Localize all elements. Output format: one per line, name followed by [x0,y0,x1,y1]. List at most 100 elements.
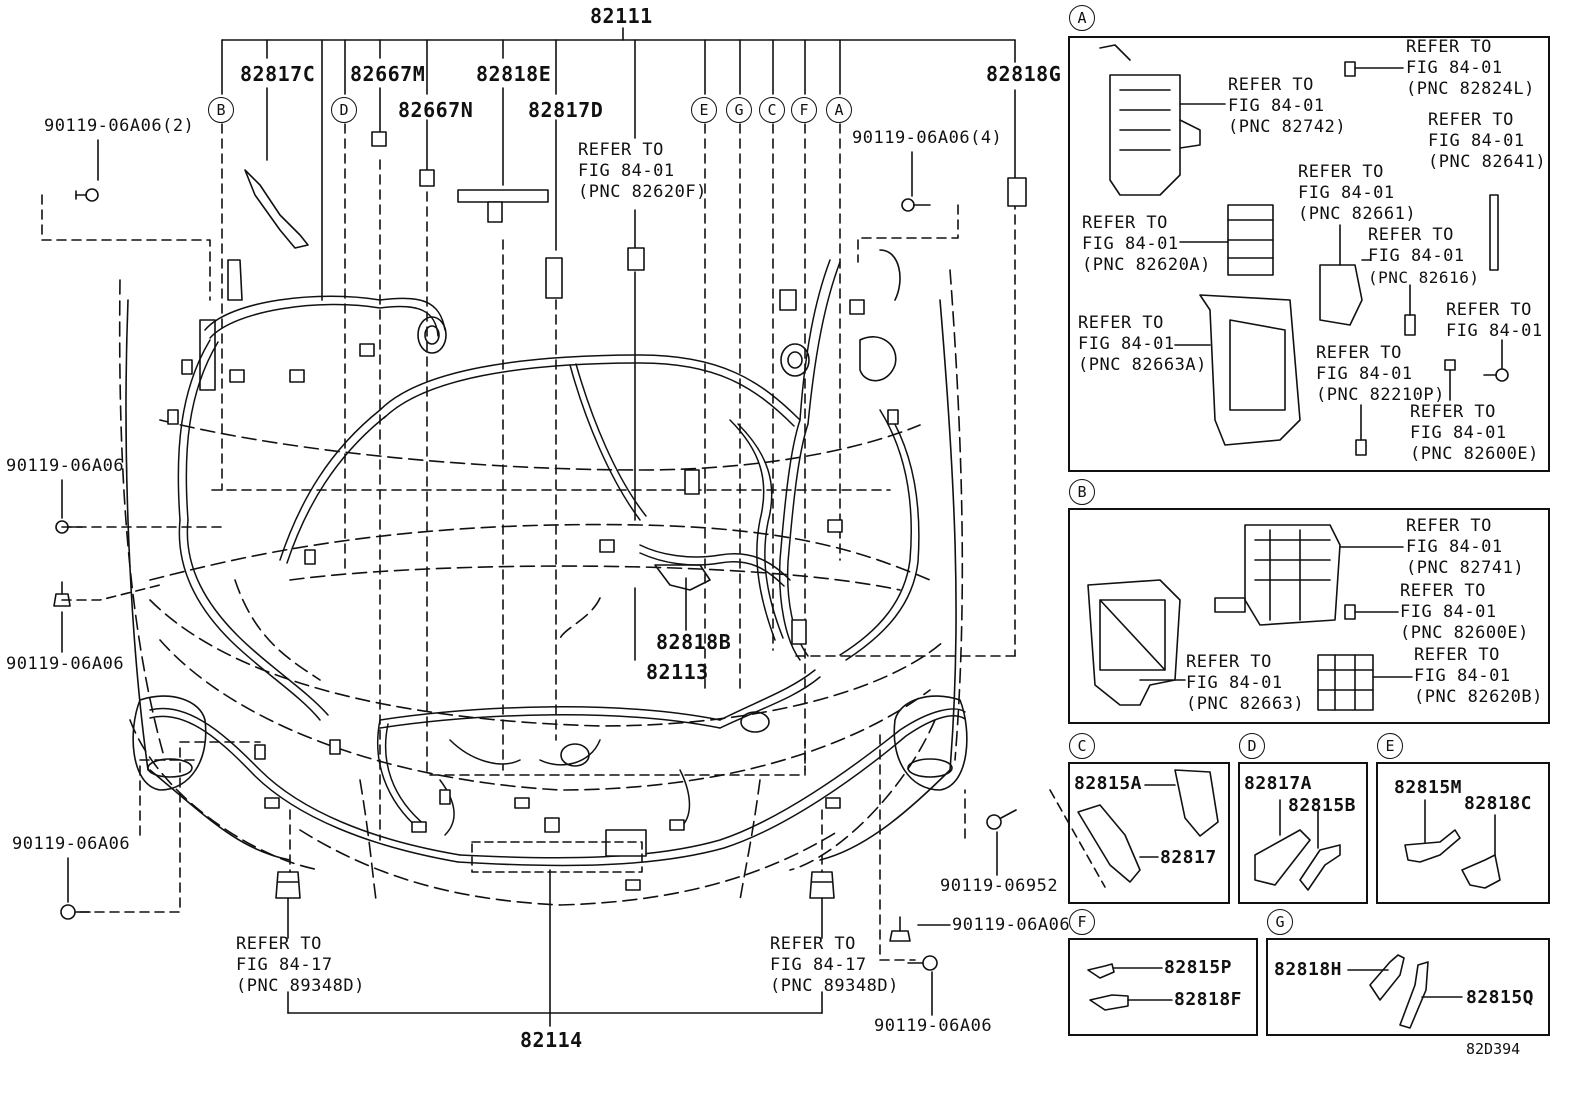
panel-a-ref3-l3: (PNC 82641) [1428,152,1547,172]
panel-d-part1: 82817A [1244,773,1313,794]
panel-a-ref1-l2: FIG 84-01 [1406,58,1503,78]
refer-bottom-left-line3: (PNC 89348D) [236,976,365,996]
panel-g-letter: G [1267,909,1293,935]
panel-f [1068,938,1258,1036]
panel-e-letter: E [1377,733,1403,759]
panel-b-ref3-l3: (PNC 82663) [1186,694,1305,714]
car-body-outline [118,269,964,906]
callout-g: G [726,97,752,123]
grommets [417,316,810,767]
bolt-label-top-left: 90119-06A06(2) [44,116,195,136]
panel-b-ref3-l1: REFER TO [1186,652,1272,672]
dashed-leaders [41,123,1106,961]
bolt-label-right-2: 90119-06A06 [952,915,1071,935]
panel-e-part1: 82815M [1394,777,1463,798]
callout-a: A [826,97,852,123]
panel-e-part2: 82818C [1464,793,1533,814]
panel-d-part2: 82815B [1288,795,1357,816]
refer-bottom-left-line2: FIG 84-17 [236,955,333,975]
part-82114-label: 82114 [520,1028,583,1052]
refer-center-line1: REFER TO [578,140,664,160]
panel-b-parts [1087,524,1413,711]
bolts [53,188,1017,971]
bottom-leaders [61,139,998,1027]
panel-a-ref9-l1: REFER TO [1316,343,1402,363]
panel-b-ref1-l1: REFER TO [1406,516,1492,536]
panel-c-parts [1077,769,1219,883]
panel-a-ref10-l3: (PNC 82600E) [1410,444,1539,464]
callout-d: D [331,97,357,123]
panel-b-ref4-l3: (PNC 82620B) [1414,687,1543,707]
bottom-dashed-box [471,841,643,873]
part-82667m-label: 82667M [350,62,426,86]
refer-center-line3: (PNC 82620F) [578,182,707,202]
panel-g-part1: 82818H [1274,959,1343,980]
leader-lines [266,87,1016,521]
panel-d-parts [1254,799,1341,891]
part-82817d-label: 82817D [528,98,604,122]
panel-a-ref7-l1: REFER TO [1078,313,1164,333]
panel-b [1068,508,1550,724]
panel-a-ref7-l2: FIG 84-01 [1078,334,1175,354]
panel-a-ref4-l3: (PNC 82661) [1298,204,1417,224]
panel-a-ref1-l1: REFER TO [1406,37,1492,57]
panel-f-part1: 82815P [1164,957,1233,978]
part-82818b-label: 82818B [656,630,732,654]
bolt-label-right-3: 90119-06A06 [874,1016,993,1036]
panel-c-part1: 82815A [1074,773,1143,794]
panel-a-letter: A [1069,5,1095,31]
part-82667n-label: 82667N [398,98,474,122]
panel-d-letter: D [1239,733,1265,759]
panel-g [1266,938,1550,1036]
bolt-label-right-1: 90119-06952 [940,876,1059,896]
callout-e: E [691,97,717,123]
part-82111-leader [221,27,1016,301]
main-harness [149,259,966,867]
panel-b-ref4-l1: REFER TO [1414,645,1500,665]
panel-b-letter: B [1069,479,1095,505]
refer-bottom-right-line3: (PNC 89348D) [770,976,899,996]
refer-center-line2: FIG 84-01 [578,161,675,181]
panel-e [1376,762,1550,904]
panel-b-ref4-l2: FIG 84-01 [1414,666,1511,686]
panel-a-ref2-l2: FIG 84-01 [1228,96,1325,116]
panel-a-ref2-l3: (PNC 82742) [1228,117,1347,137]
panel-c-letter: C [1069,733,1095,759]
panel-a-ref6-l2: FIG 84-01 [1368,246,1465,266]
callout-c: C [759,97,785,123]
refer-bottom-right-line1: REFER TO [770,934,856,954]
refer-bottom-right-line2: FIG 84-17 [770,955,867,975]
part-82111-label: 82111 [590,4,653,28]
panel-a [1068,36,1550,472]
panel-a-ref9-l3: (PNC 82210P) [1316,385,1445,405]
panel-a-ref5-l1: REFER TO [1082,213,1168,233]
panel-a-parts [1099,44,1509,456]
panel-d [1238,762,1368,904]
panel-a-ref4-l1: REFER TO [1298,162,1384,182]
part-82818e-label: 82818E [476,62,552,86]
panel-a-ref5-l3: (PNC 82620A) [1082,255,1211,275]
panel-f-letter: F [1069,909,1095,935]
bolt-label-left-2: 90119-06A06 [6,654,125,674]
panel-a-ref1-l3: (PNC 82824L) [1406,79,1535,99]
panel-b-ref2-l3: (PNC 82600E) [1400,623,1529,643]
panel-a-ref10-l2: FIG 84-01 [1410,423,1507,443]
panel-a-ref7-l3: (PNC 82663A) [1078,355,1207,375]
panel-c [1068,762,1230,904]
panel-a-ref2-l1: REFER TO [1228,75,1314,95]
bolt-label-left-1: 90119-06A06 [6,456,125,476]
part-82818g-label: 82818G [986,62,1062,86]
callout-f: F [791,97,817,123]
panel-a-ref5-l2: FIG 84-01 [1082,234,1179,254]
panel-e-parts [1404,799,1501,889]
refer-bottom-left-line1: REFER TO [236,934,322,954]
panel-a-ref6-l3: (PNC 82616) [1368,268,1480,287]
panel-f-part2: 82818F [1174,989,1243,1010]
panel-c-part2: 82817 [1160,847,1217,868]
bolt-label-left-3: 90119-06A06 [12,834,131,854]
headlamps [132,695,968,791]
panel-a-ref4-l2: FIG 84-01 [1298,183,1395,203]
part-82817c-label: 82817C [240,62,316,86]
